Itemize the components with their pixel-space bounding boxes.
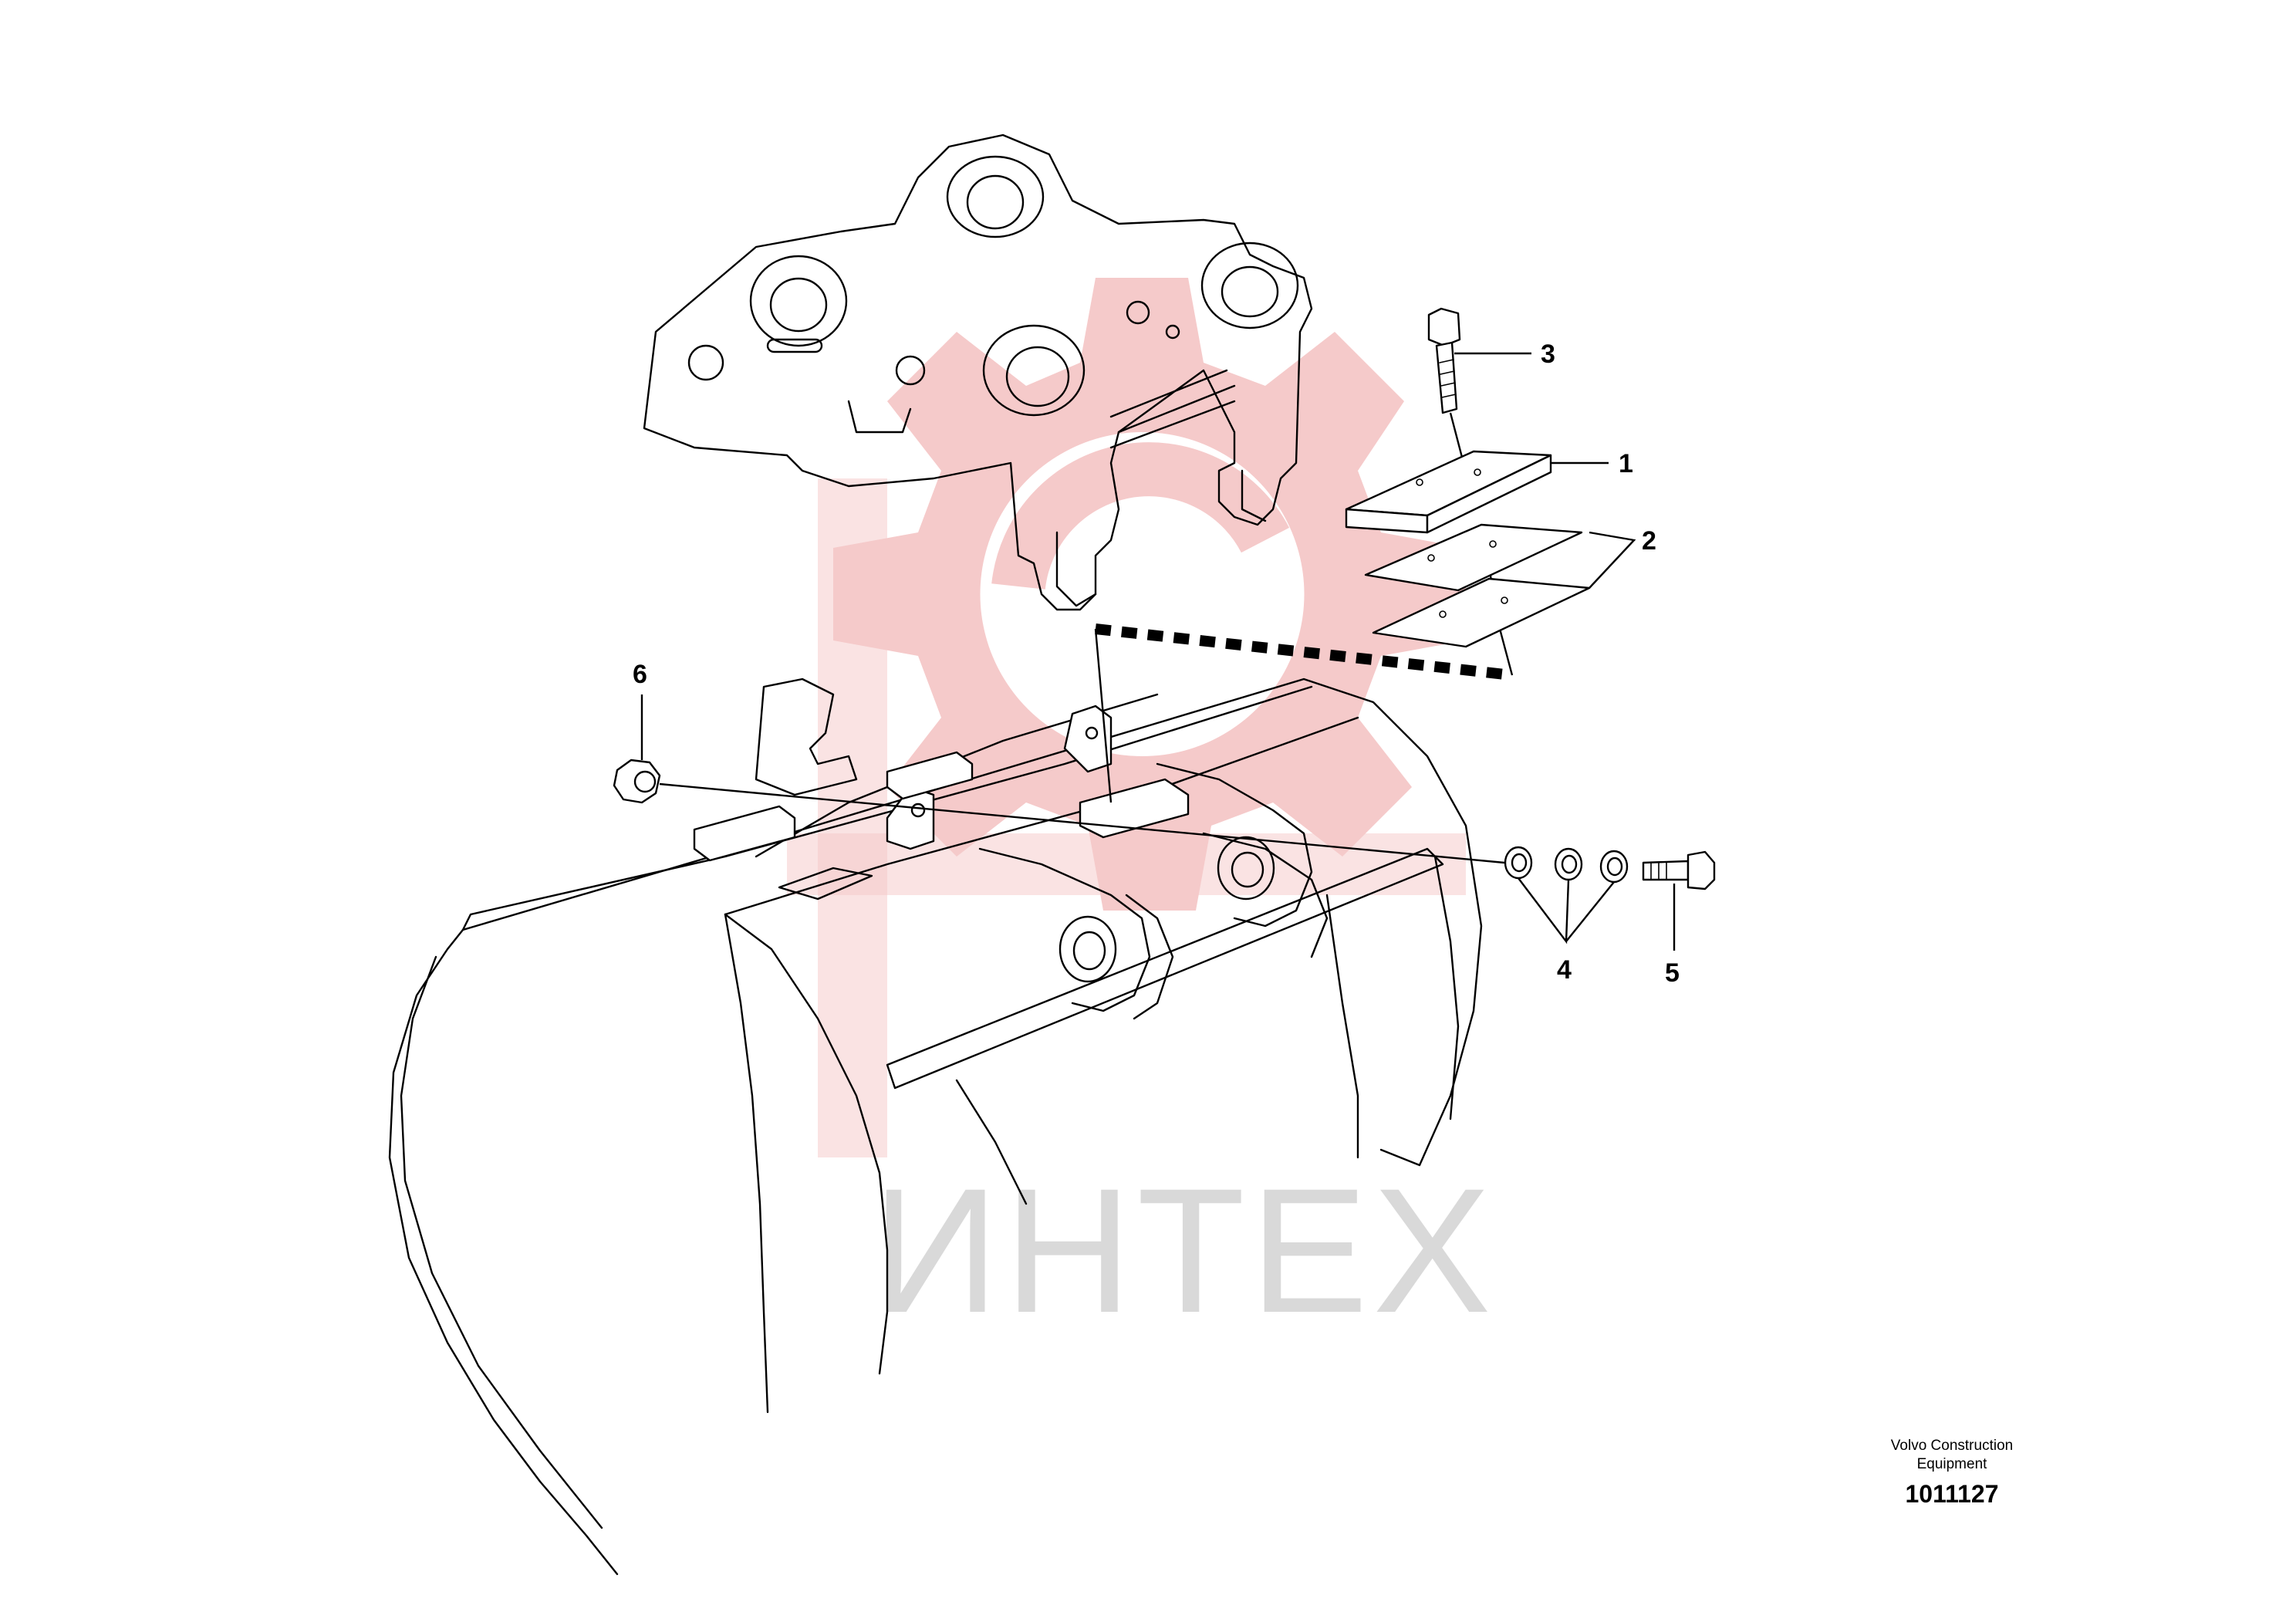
part-4-washer-1-hole [1511, 853, 1528, 873]
bucket-top-rail-lower [724, 716, 1359, 916]
watermark-left-wedge [818, 478, 887, 1157]
bucket-right-panel [1325, 894, 1359, 1159]
assembly-dashed-line [1095, 623, 1513, 681]
bucket-ear-1-hole-inner [1072, 931, 1106, 971]
bucket-bracket-left [755, 678, 858, 796]
bucket-pad-right [1079, 778, 1190, 839]
assembly-guide-line-left [1094, 628, 1113, 803]
coupler-small-hole-2 [895, 355, 926, 386]
coupler-hook-right [1241, 469, 1267, 522]
part-2-shim-lower-hole-2 [1501, 596, 1508, 604]
bucket-ear-1 [978, 847, 1151, 1012]
bucket-lower-curve [955, 1079, 1028, 1205]
part-3-bolt-shank [1435, 341, 1458, 414]
part-4-washer-2-hole [1561, 854, 1578, 874]
part-4-washer-3 [1599, 850, 1629, 884]
part-2-shim-upper-hole-2 [1489, 540, 1497, 548]
part-6-nut [613, 759, 661, 804]
pin-axis-line [659, 782, 1505, 864]
part-2-shim-upper [1364, 523, 1583, 592]
watermark-text: ИНТЕХ [872, 1151, 1496, 1350]
bucket-ear-2-hole [1217, 836, 1275, 901]
part-5-bolt-shank [1642, 860, 1690, 881]
bucket-inner-left [400, 955, 603, 1529]
part-4-washer-1 [1504, 846, 1533, 880]
callout-4-leader [1518, 877, 1615, 944]
coupler-hook-left [1055, 531, 1097, 607]
part-3-bolt-thread [1439, 359, 1457, 398]
coupler-right-eye-outer [1200, 242, 1299, 329]
coupler-center-eye-inner [1005, 346, 1070, 407]
bucket-nameplate [778, 867, 873, 901]
coupler-small-hole-1 [687, 344, 724, 381]
bucket-ear-1-hole [1059, 915, 1117, 983]
part-4-washer-3-hole [1606, 857, 1623, 877]
part-4-washers [1504, 846, 1629, 884]
watermark-gear-logo [787, 278, 1466, 1157]
part-1-hole-left [1416, 478, 1423, 486]
bucket-front-edge [724, 913, 889, 1375]
publisher-credit-text: Volvo Construction Equipment [1890, 1438, 2014, 1472]
bucket-front-panel-left [724, 913, 769, 1414]
callout-4-label: 4 [1557, 955, 1572, 985]
part-3-bolt-head [1427, 307, 1461, 347]
bucket-ear-4 [1125, 894, 1174, 1020]
coupler-right-eye-inner [1221, 265, 1279, 318]
callout-2-label: 2 [1642, 526, 1656, 556]
document-number: 1011127 [1905, 1480, 1999, 1508]
watermark-gear-arc [991, 442, 1290, 590]
coupler-outline [643, 133, 1313, 611]
callout-3-label: 3 [1541, 340, 1555, 369]
part-4-washer-2 [1554, 847, 1583, 881]
quick-coupler [643, 133, 1313, 611]
part-5-bolt [1642, 850, 1716, 890]
publisher-credit: Volvo Construction Equipment [1836, 1437, 2068, 1474]
bucket-pad-mid [886, 751, 974, 800]
bucket-pad-left [693, 805, 796, 862]
coupler-slot [766, 338, 823, 353]
bucket-ear-2-hole-inner [1231, 851, 1264, 888]
callout-5-label: 5 [1665, 958, 1680, 988]
coupler-left-eye-outer [749, 255, 848, 347]
callout-2-leader [1589, 531, 1636, 589]
part-6-nut-body [613, 759, 661, 804]
coupler-left-eye-inner [769, 277, 828, 333]
bucket-outer-shell [461, 678, 1483, 1167]
bucket [388, 678, 1483, 1576]
coupler-top-eye-inner [966, 174, 1025, 230]
part-5-bolt-thread [1650, 861, 1667, 880]
part-1-hole-right [1474, 468, 1481, 476]
bucket-lug-right [1063, 705, 1113, 773]
bucket-left-side [388, 928, 619, 1576]
coupler-notch [847, 400, 912, 434]
coupler-small-hole-4 [1165, 324, 1180, 340]
part-2-shim-lower-hole-1 [1439, 610, 1447, 618]
part-2-shim-upper-hole-1 [1427, 554, 1435, 562]
bucket-lug-right-hole [1085, 726, 1099, 740]
bucket-ear-3 [1202, 832, 1329, 958]
part-3-bolt [1427, 307, 1461, 414]
watermark-bar [787, 833, 1466, 895]
callout-6-label: 6 [633, 660, 647, 689]
coupler-top-eye-outer [946, 155, 1045, 238]
watermark-gear-body [833, 278, 1466, 911]
bucket-lug-center-hole [910, 803, 926, 818]
coupler-center-eye-outer [982, 324, 1086, 417]
bucket-ear-2 [1156, 762, 1313, 928]
coupler-small-hole-3 [1126, 300, 1150, 325]
part-5-bolt-head [1687, 850, 1716, 890]
part-1-plate-side [1426, 454, 1552, 534]
part-2-shims [1364, 523, 1591, 648]
callout-1-label: 1 [1619, 449, 1633, 478]
coupler-ribs [1109, 369, 1236, 449]
part-1-plate [1345, 450, 1552, 534]
bucket-right-panel-2 [1433, 855, 1460, 1120]
part-6-nut-face [633, 770, 657, 793]
